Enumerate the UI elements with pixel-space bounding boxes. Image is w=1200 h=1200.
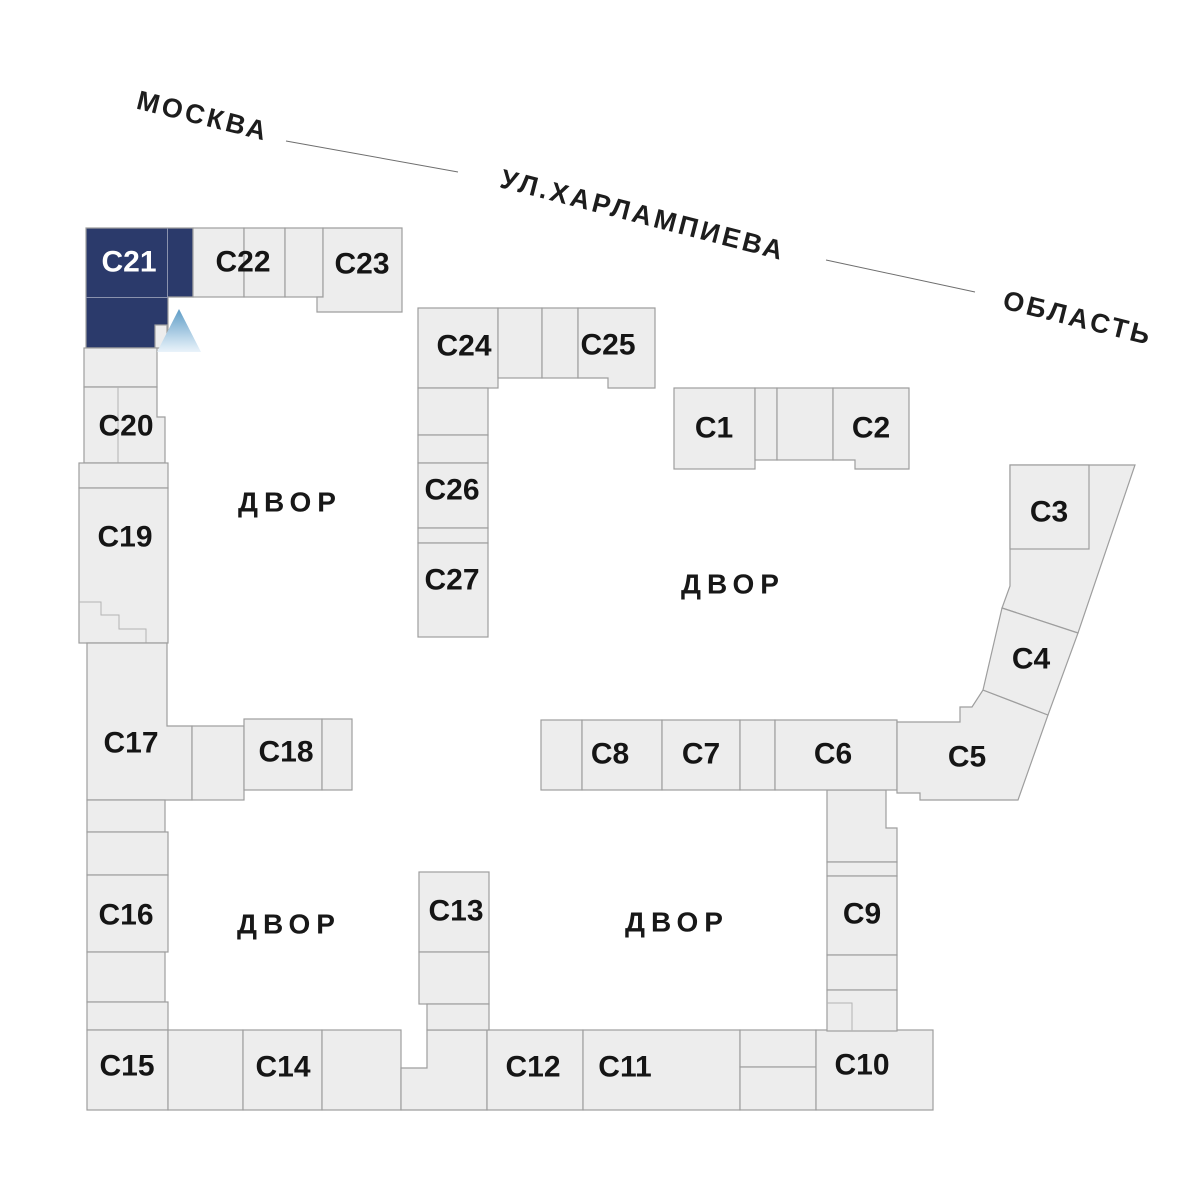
building-label-c7: С7 (682, 738, 720, 771)
courtyard-label-bottom-left: ДВОР (237, 909, 341, 940)
street-label-name: УЛ.ХАРЛАМПИЕВА (497, 164, 789, 267)
building-section[interactable] (826, 989, 898, 1032)
building-section[interactable] (284, 227, 324, 298)
building-section[interactable] (754, 387, 778, 461)
building-c16[interactable] (86, 874, 169, 953)
building-c23[interactable] (316, 227, 403, 313)
building-label-c27: С27 (424, 564, 479, 597)
street-line-left (285, 140, 459, 173)
building-c2[interactable] (832, 387, 910, 470)
building-section[interactable] (417, 527, 489, 544)
building-section[interactable] (191, 725, 245, 801)
building-label-c13: С13 (428, 895, 483, 928)
building-section[interactable] (83, 347, 158, 388)
building-label-c24: С24 (436, 330, 491, 363)
building-label-c23: С23 (334, 248, 389, 281)
building-c26[interactable] (417, 462, 489, 529)
building-label-c10: С10 (834, 1049, 889, 1082)
building-c8[interactable] (581, 719, 663, 791)
block-divider (827, 1002, 853, 1031)
courtyard-label-top-right: ДВОР (681, 569, 785, 600)
building-section[interactable] (417, 387, 489, 436)
building-section[interactable] (826, 954, 898, 991)
building-section[interactable] (321, 1029, 402, 1111)
building-c7[interactable] (661, 719, 741, 791)
building-label-c8: С8 (591, 738, 629, 771)
building-section[interactable] (86, 1001, 169, 1031)
building-c6[interactable] (774, 719, 898, 791)
building-label-c17: С17 (103, 727, 158, 760)
building-label-c20: С20 (98, 410, 153, 443)
building-c4[interactable] (982, 607, 1079, 716)
building-label-c21: С21 (101, 246, 156, 279)
building-c25[interactable] (577, 307, 656, 389)
building-section[interactable] (541, 307, 579, 379)
building-label-c11: С11 (598, 1051, 651, 1084)
selected-building-marker-icon (157, 309, 201, 352)
street-line-right (825, 259, 976, 293)
building-label-c19: С19 (97, 521, 152, 554)
building-c13[interactable] (418, 871, 490, 953)
building-section[interactable] (86, 831, 169, 876)
building-c27[interactable] (417, 542, 489, 638)
building-label-c14: С14 (255, 1051, 310, 1084)
building-section[interactable] (826, 861, 898, 877)
building-section[interactable] (540, 719, 583, 791)
courtyard-label-top-left: ДВОР (238, 487, 342, 518)
building-c10[interactable] (815, 1029, 934, 1111)
building-section[interactable] (497, 307, 543, 379)
building-section[interactable] (417, 434, 489, 464)
building-label-c9: С9 (843, 898, 881, 931)
building-section[interactable] (739, 719, 776, 791)
building-c1[interactable] (673, 387, 756, 470)
building-section[interactable] (826, 789, 898, 863)
building-label-c2: С2 (852, 412, 890, 445)
building-label-c1: С1 (695, 412, 733, 445)
building-section[interactable] (400, 1029, 488, 1111)
building-section[interactable] (426, 1003, 490, 1031)
building-c17[interactable] (86, 642, 193, 801)
building-section[interactable] (78, 462, 169, 489)
building-c14[interactable] (242, 1029, 323, 1111)
building-section[interactable] (739, 1029, 817, 1068)
building-label-c4: С4 (1012, 643, 1051, 676)
building-section[interactable] (776, 387, 834, 461)
building-c19[interactable] (78, 487, 169, 644)
stair-divider (79, 601, 147, 643)
building-section[interactable] (86, 951, 166, 1003)
building-section[interactable] (418, 951, 490, 1005)
building-label-c15: С15 (99, 1050, 154, 1083)
building-c18[interactable] (243, 718, 323, 791)
building-c22[interactable] (243, 227, 286, 298)
building-label-c6: С6 (814, 738, 852, 771)
building-c3[interactable] (1009, 464, 1090, 550)
building-c12[interactable] (486, 1029, 584, 1111)
building-label-c22: С22 (215, 246, 270, 279)
building-section[interactable] (739, 1066, 817, 1111)
building-label-c3: С3 (1030, 496, 1068, 529)
building-section[interactable] (192, 227, 245, 298)
building-section[interactable] (167, 1029, 244, 1111)
courtyard-label-bottom-right: ДВОР (625, 907, 729, 938)
street-label-oblast: ОБЛАСТЬ (1000, 285, 1156, 351)
building-c11[interactable] (582, 1029, 741, 1111)
building-label-c25: С25 (580, 329, 635, 362)
building-label-c16: С16 (98, 899, 153, 932)
building-label-c26: С26 (424, 474, 479, 507)
building-section[interactable] (86, 799, 166, 833)
building-section[interactable] (321, 718, 353, 791)
building-label-c12: С12 (505, 1051, 560, 1084)
building-c9[interactable] (826, 875, 898, 956)
building-label-c5: С5 (948, 741, 986, 774)
building-label-c18: С18 (258, 736, 313, 769)
street-label-moscow: МОСКВА (134, 85, 272, 147)
